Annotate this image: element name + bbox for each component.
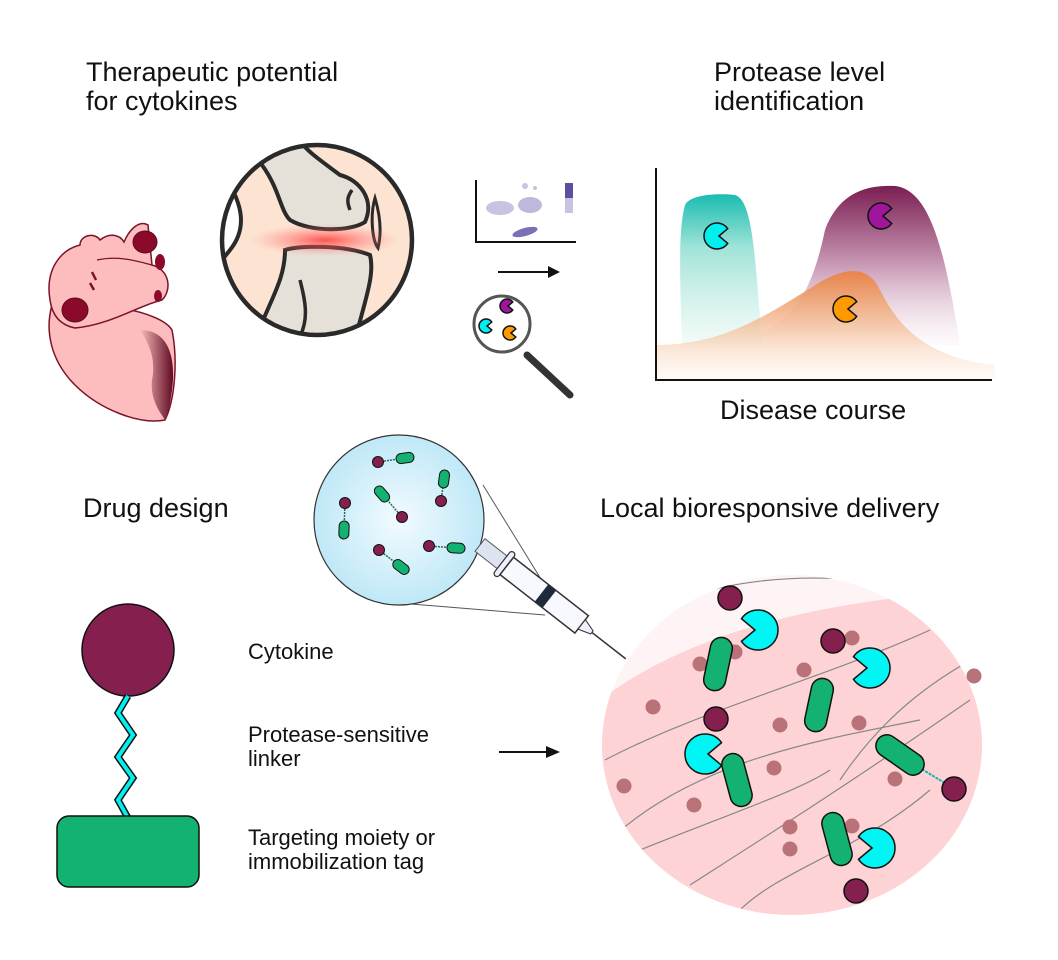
protease-orange-icon [502, 325, 517, 341]
cell-nucleus [686, 797, 702, 813]
drug-construct-schematic [56, 603, 200, 888]
cell-nucleus [966, 668, 982, 684]
cytokine-shape [372, 456, 384, 468]
cell-nucleus [844, 630, 860, 646]
cell-nucleus [851, 715, 867, 731]
cytokine-shape [339, 497, 351, 509]
cell-nucleus [766, 760, 782, 776]
cell-nucleus [844, 818, 860, 834]
tag-shape [446, 542, 466, 554]
cell-nucleus [887, 771, 903, 787]
late-protease-curve [725, 185, 960, 345]
therapeutic-potential-title: Therapeutic potential for cytokines [86, 57, 339, 116]
tag-shape [437, 469, 451, 489]
cytokine-shape [81, 603, 175, 697]
cell-nucleus [692, 656, 708, 672]
inflamed-joint-illustration [219, 142, 415, 338]
targeting-label: Targeting moiety or immobilization tag [248, 825, 436, 874]
cell-nucleus [772, 717, 788, 733]
protease-cyan-icon [703, 222, 729, 250]
protease-purple-icon [499, 298, 514, 314]
single-cell-plot-icon [475, 180, 576, 243]
cytokine-shape [396, 511, 408, 523]
tag-shape [392, 559, 410, 575]
cell-nucleus [782, 819, 798, 835]
local-delivery-title: Local bioresponsive delivery [600, 493, 940, 523]
cell-nucleus [645, 699, 661, 715]
cell-nucleus [616, 778, 632, 794]
cell-nucleus [796, 662, 812, 678]
protease-level-title: Protease level identification [714, 57, 886, 116]
protease-cyan-icon [684, 733, 723, 775]
cytokine-shape [820, 628, 846, 654]
tissue-illustration [602, 575, 982, 915]
tag-shape [338, 520, 350, 540]
linker-label: Protease-sensitive linker [248, 722, 429, 771]
cytokine-shape [373, 544, 385, 556]
cytokine-shape [435, 495, 447, 507]
tag-shape [821, 811, 853, 867]
cytokine-shape [703, 706, 729, 732]
drug-design-title: Drug design [83, 493, 229, 523]
tag-shape [721, 752, 753, 808]
cytokine-shape [423, 540, 435, 552]
protease-cyan-icon [478, 318, 493, 334]
tag-shape [875, 734, 925, 776]
disease-course-label: Disease course [720, 395, 907, 425]
cytokine-shape [843, 878, 869, 904]
tag-shape [373, 485, 391, 503]
tag-shape [803, 677, 835, 733]
protease-level-chart [655, 168, 995, 381]
protease-cyan-icon [740, 609, 779, 651]
tag-shape [395, 451, 415, 465]
protease-orange-icon [832, 295, 858, 323]
cell-nucleus [782, 841, 798, 857]
arrow-icon [498, 266, 560, 278]
linker-shape [115, 694, 136, 819]
mid-protease-curve [655, 271, 995, 380]
tag-shape [702, 636, 734, 692]
protease-cyan-icon [852, 647, 891, 689]
heart-illustration [48, 222, 176, 422]
cytokine-shape [941, 776, 967, 802]
protease-purple-icon [867, 202, 893, 230]
arrow-icon [499, 746, 560, 758]
tag-shape [56, 815, 200, 888]
protease-cyan-icon [857, 827, 896, 869]
early-protease-curve [680, 194, 762, 345]
syringe-icon [474, 537, 627, 660]
cytokine-shape [717, 585, 743, 611]
cytokine-label: Cytokine [248, 639, 334, 664]
magnifier-icon [472, 294, 574, 399]
